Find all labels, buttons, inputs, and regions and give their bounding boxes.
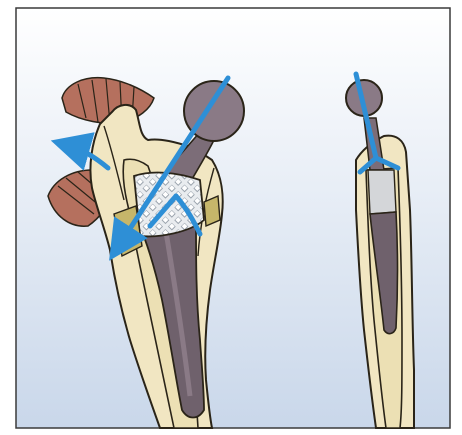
graft-block-lateral	[204, 196, 220, 226]
porous-coating-lateral	[368, 170, 396, 214]
